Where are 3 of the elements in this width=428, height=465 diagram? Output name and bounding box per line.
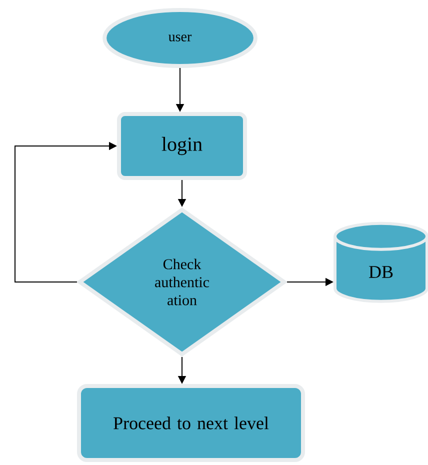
process-box: Proceed to next level <box>77 384 305 462</box>
database-cylinder: DB <box>334 222 428 303</box>
process-box: login <box>117 112 247 180</box>
